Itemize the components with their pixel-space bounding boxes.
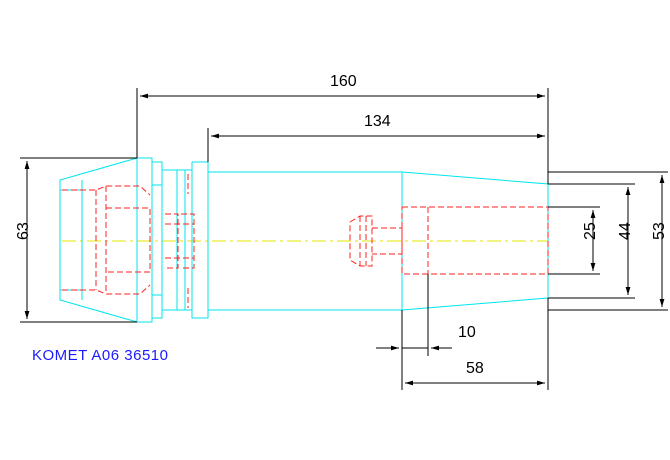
hidden-lines [62, 174, 549, 308]
dim-10-label: 10 [458, 324, 476, 341]
dim-63-label: 63 [15, 222, 32, 240]
dim-44-label: 44 [617, 222, 634, 240]
dim-160-label: 160 [330, 73, 357, 90]
dim-58-label: 58 [466, 360, 484, 377]
drawing-caption: KOMET A06 36510 [32, 347, 168, 364]
dim-53-label: 53 [651, 222, 668, 240]
dim-134-label: 134 [364, 113, 391, 130]
dim-25-label: 25 [582, 222, 599, 240]
dimensions [20, 88, 668, 390]
tool-outline [59, 157, 549, 323]
